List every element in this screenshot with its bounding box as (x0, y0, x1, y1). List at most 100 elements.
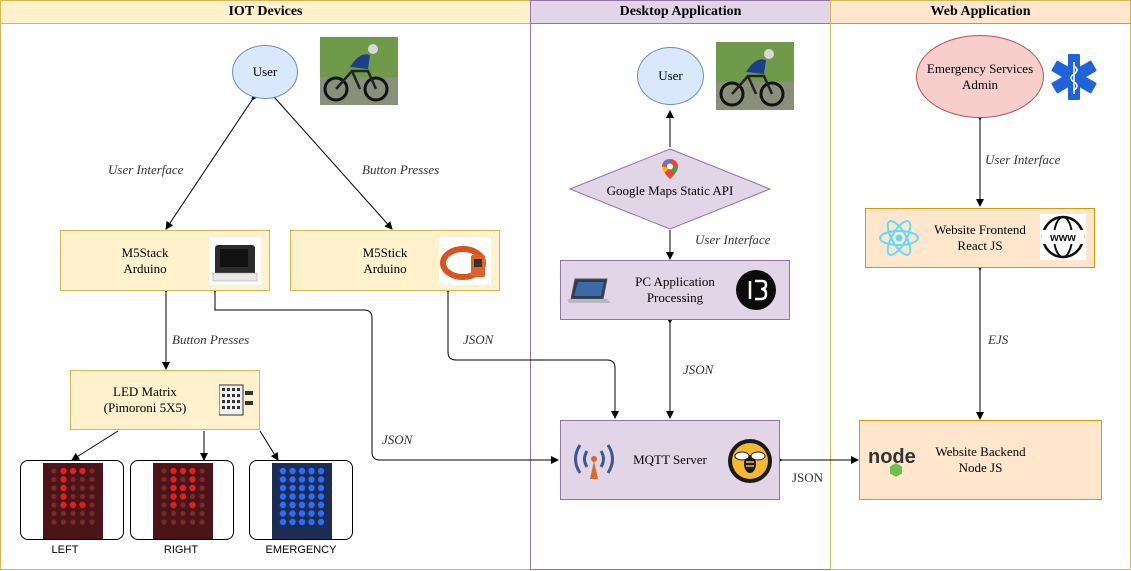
led-board-left-image-led (60, 493, 67, 500)
led-board-right-image-led (189, 510, 196, 517)
led-board-right-image-led (161, 468, 167, 474)
led-board-left-image-led (51, 476, 57, 483)
led-board-right-image-led (161, 519, 167, 525)
edge-led-emergency (259, 430, 279, 461)
led-board-emergency-image-led (317, 510, 325, 517)
website-backend-node[interactable]: Website Backend Node JS node (859, 420, 1102, 500)
led-board-left-image-led (69, 467, 77, 475)
led-board-right-image-led (161, 476, 167, 483)
nodejs-logo-icon: node (868, 446, 916, 477)
led-board-emergency-image-led (289, 501, 296, 509)
lane-iot-title: IOT Devices (1, 1, 530, 24)
led-board-left-image-led (89, 510, 95, 517)
lane-web-application: Web Application (830, 0, 1131, 570)
led-board-right-image (153, 463, 213, 539)
m5stack-node[interactable]: M5Stack Arduino (60, 230, 270, 291)
led-board-emergency-image-led (279, 510, 287, 517)
led-matrix-node[interactable]: LED Matrix (Pimoroni 5X5) (70, 370, 260, 430)
m5stick-node[interactable]: M5Stick Arduino (290, 230, 500, 291)
led-board-right-image-led (199, 476, 205, 483)
led-board-right-image-led (170, 467, 177, 475)
led-board-left-image-led (79, 493, 86, 500)
led-board-left-image-led (70, 476, 76, 483)
led-board-right-image-led (180, 519, 186, 525)
led-board-right-image-led (199, 468, 205, 474)
led-board-left-image-led (70, 485, 76, 491)
pc-application-node[interactable]: PC Application Processing (560, 260, 790, 320)
led-matrix-label: LED Matrix (Pimoroni 5X5) (103, 384, 187, 415)
led-board-left-image-led (79, 485, 86, 491)
led-board-right-image-led (180, 476, 186, 483)
led-board-left-image-led (89, 485, 95, 491)
caption-emergency: EMERGENCY (265, 544, 337, 556)
led-board-left-image-led (79, 501, 86, 509)
mqtt-server-node[interactable]: MQTT Server (560, 420, 780, 500)
emergency-admin-node[interactable]: Emergency Services Admin (916, 35, 1044, 118)
led-board-emergency-image-led (279, 484, 287, 492)
led-board-left-image-led (51, 493, 57, 500)
website-backend-label: Website Backend Node JS (935, 444, 1026, 475)
led-board-right-image-led (189, 484, 196, 492)
edge-label-ejs: EJS (988, 332, 1009, 347)
led-board-left-image-led (51, 519, 57, 525)
led-board-emergency-image-led (298, 501, 306, 509)
m5stack-device-icon (209, 237, 261, 285)
led-board-left-image-led (89, 502, 95, 508)
edge-label-json-m5stick: JSON (463, 332, 494, 347)
lane-desktop-title: Desktop Application (531, 1, 830, 24)
led-board-emergency-image-led (289, 467, 296, 475)
led-board-left-image-led (60, 510, 67, 517)
led-board-emergency-image-led (279, 501, 287, 509)
led-board-right-image-led (170, 510, 177, 517)
edge-label-button-presses-top: Button Presses (362, 162, 440, 177)
edge-led-left (71, 430, 119, 461)
led-board-emergency-image-led (279, 518, 287, 526)
led-board-emergency-image-led (298, 476, 306, 483)
led-board-left-image-led (79, 519, 86, 525)
website-frontend-node[interactable]: Website Frontend React JS www (865, 208, 1095, 268)
led-board-emergency (249, 460, 353, 540)
www-text: www (1049, 232, 1076, 244)
led-board-emergency-image-led (317, 467, 325, 475)
edge-label-json-desktop: JSON (683, 362, 714, 377)
google-maps-node[interactable]: Google Maps Static API (590, 180, 750, 202)
google-maps-label: Google Maps Static API (606, 183, 734, 198)
led-board-emergency-image-led (317, 484, 325, 492)
led-board-emergency-image-led (289, 476, 296, 483)
led-board-emergency-image-led (308, 501, 315, 509)
google-maps-pin-icon (662, 159, 678, 179)
led-board-left-image-led (70, 493, 76, 500)
led-board-right-image-led (199, 502, 205, 508)
led-board-emergency-image-led (308, 467, 315, 475)
led-board-left-image-led (60, 519, 67, 525)
led-board-right-image-led (199, 510, 205, 517)
desktop-user-label: User (658, 68, 683, 83)
led-board-right-image-led (170, 476, 177, 483)
led-board-right-image-led (179, 467, 187, 475)
led-board-left-image-led (79, 476, 86, 483)
edge-m5stick-mqtt (444, 285, 619, 419)
react-logo-icon (879, 220, 919, 256)
led-board-right-image-led (189, 467, 196, 475)
led-board-emergency-image (272, 463, 332, 539)
led-board-right-image-led (170, 501, 177, 509)
emergency-admin-label: Emergency Services Admin (926, 60, 1034, 92)
led-board-right-image-led (180, 502, 186, 508)
led-board-left-image-led (70, 510, 76, 517)
led-board-right-image-led (189, 493, 196, 500)
led-board-emergency-image-led (308, 518, 315, 526)
led-board-emergency-image-led (289, 510, 296, 517)
desktop-user-node[interactable]: User (637, 47, 704, 105)
mqtt-antenna-icon (574, 444, 614, 479)
google-maps-node-shape (569, 148, 771, 230)
m5stick-label: M5Stick Arduino (362, 244, 408, 276)
iot-user-node[interactable]: User (232, 45, 298, 99)
led-board-emergency-image-led (317, 493, 325, 500)
led-board-emergency-image-led (289, 493, 296, 500)
star-of-life-icon (1051, 54, 1097, 100)
led-board-emergency-image-led (298, 493, 306, 500)
led-board-emergency-image-led (289, 518, 296, 526)
edge-m5stack-mqtt (211, 285, 559, 464)
led-board-right-image-led (189, 519, 196, 525)
